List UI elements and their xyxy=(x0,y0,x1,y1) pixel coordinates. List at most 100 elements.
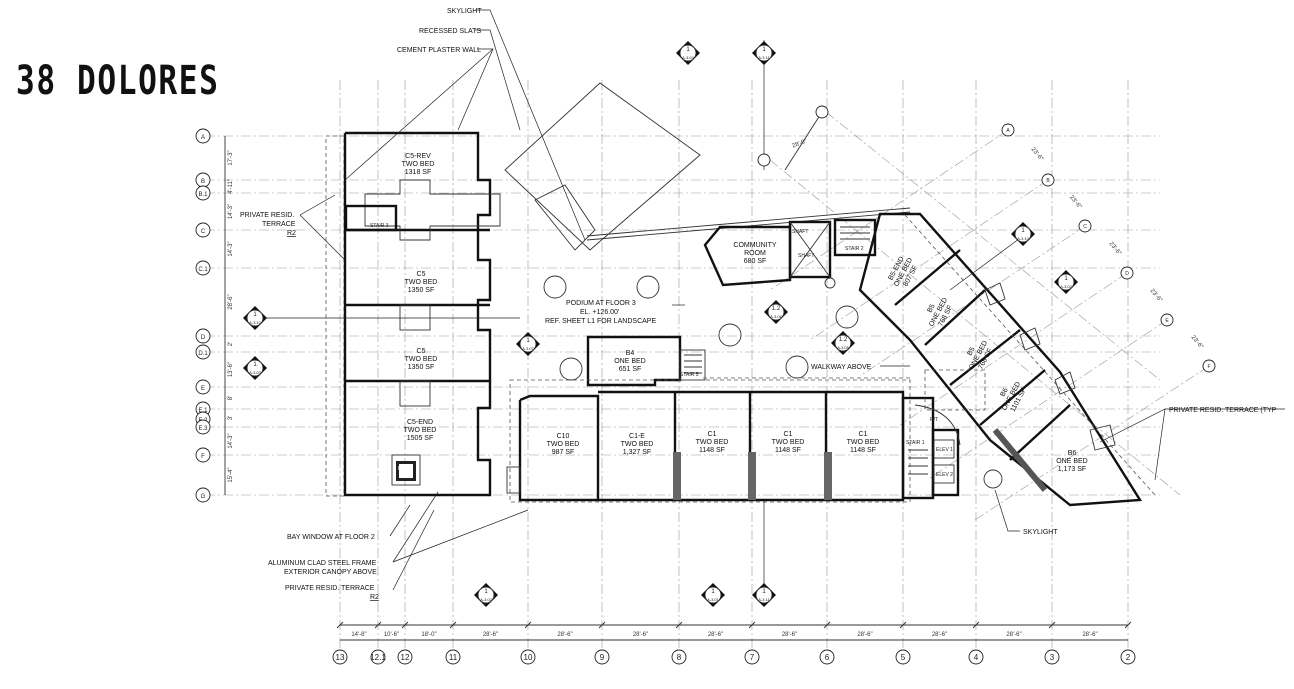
label-r2-left: R2 xyxy=(287,230,296,237)
label-elev-2: ELEV 2 xyxy=(936,472,953,478)
angled-dim-0: 23'-6" xyxy=(1030,147,1044,163)
svg-text:11: 11 xyxy=(449,653,458,662)
col-grid-bubble-13: 13 xyxy=(332,649,348,665)
podium-planters xyxy=(543,275,1003,489)
row-grid-bubble-B: B xyxy=(195,172,211,188)
angled-dim-4: 23'-6" xyxy=(1190,335,1204,351)
svg-text:1148 SF: 1148 SF xyxy=(775,447,801,454)
svg-text:5: 5 xyxy=(901,653,906,662)
section-marker-a301: 1 A-3.01 xyxy=(701,583,725,607)
section-marker-a311-top: 1 A-3.11 xyxy=(752,40,776,170)
section-marker-a310: 1 A-3.10 xyxy=(243,306,520,330)
angled-grid-bubble-A: A xyxy=(1001,123,1015,137)
label-podium: PODIUM AT FLOOR 3 xyxy=(566,300,636,307)
row-dim-10: 15'-4" xyxy=(228,467,234,482)
svg-text:TWO BED: TWO BED xyxy=(696,439,729,446)
svg-text:G: G xyxy=(201,494,206,500)
svg-text:1,327 SF: 1,327 SF xyxy=(623,449,651,456)
svg-text:B5: B5 xyxy=(967,346,977,357)
grid-lines xyxy=(205,80,1210,648)
svg-text:C1: C1 xyxy=(708,431,717,438)
angled-dimensions: 23'-6" 23'-6" 23'-6" 23'-6" 23'-6" xyxy=(1030,147,1204,351)
label-terrace-left: TERRACE xyxy=(262,221,296,228)
svg-text:A-3.04: A-3.04 xyxy=(682,55,695,60)
col-dim-7: 28'-6" xyxy=(782,632,797,638)
col-grid-bubble-11: 11 xyxy=(445,649,461,665)
svg-text:A-3.07: A-3.07 xyxy=(522,346,535,351)
label-elev-1: ELEV 1 xyxy=(936,447,953,453)
label-canopy: EXTERIOR CANOPY ABOVE xyxy=(284,569,377,576)
col-grid-bubble-5: 5 xyxy=(895,649,911,665)
angled-grid-bubble-D: D xyxy=(1120,266,1134,280)
label-skylight-bottom: SKYLIGHT xyxy=(1023,529,1058,536)
col-dim-2: 18'-0" xyxy=(421,632,436,638)
svg-text:1: 1 xyxy=(484,589,488,595)
svg-text:1.2: 1.2 xyxy=(772,306,781,312)
row-dim-7: 8' xyxy=(228,396,234,400)
angled-dim-1: 23'-6" xyxy=(1068,195,1082,211)
svg-text:B: B xyxy=(201,179,205,185)
svg-text:A-3.01: A-3.01 xyxy=(707,597,720,602)
svg-text:TWO BED: TWO BED xyxy=(405,279,438,286)
room-c1-b: C1 TWO BED 1148 SF xyxy=(772,431,805,454)
room-c10: C10 TWO BED 987 SF xyxy=(547,433,580,456)
label-stair-2: STAIR 2 xyxy=(845,246,864,252)
col-dim-4: 28'-6" xyxy=(557,632,572,638)
svg-text:B: B xyxy=(1046,178,1050,184)
label-r2-bottom: R2 xyxy=(370,594,379,601)
row-dim-4: 28'-6" xyxy=(228,294,234,309)
svg-text:B5: B5 xyxy=(927,303,937,314)
row-dim-1: 4'-11" xyxy=(228,179,234,194)
room-c1-a: C1 TWO BED 1148 SF xyxy=(696,431,729,454)
column-dimensions: 14'-8"10'-6"18'-0"28'-6"28'-6"28'-6"28'-… xyxy=(336,621,1132,638)
svg-text:A-3.03: A-3.03 xyxy=(249,370,262,375)
section-marker-a311-bottom: 1 A-3.11 xyxy=(752,500,776,607)
section-marker-a307: 1 A-3.07 xyxy=(516,332,540,356)
svg-text:E.3: E.3 xyxy=(198,426,208,432)
svg-text:C.1: C.1 xyxy=(198,267,208,273)
svg-text:680 SF: 680 SF xyxy=(744,258,767,265)
svg-text:7: 7 xyxy=(750,653,755,662)
angled-dim-2: 23'-6" xyxy=(1108,241,1122,257)
svg-text:1: 1 xyxy=(1021,228,1025,234)
row-dim-9: 14'-3" xyxy=(228,433,234,448)
col-grid-bubble-10: 10 xyxy=(520,649,536,665)
svg-text:COMMUNITY: COMMUNITY xyxy=(733,242,776,249)
svg-text:A: A xyxy=(201,135,205,141)
svg-text:1: 1 xyxy=(1064,276,1068,282)
svg-text:A: A xyxy=(1006,128,1010,134)
svg-text:1: 1 xyxy=(253,362,257,368)
svg-text:1148 SF: 1148 SF xyxy=(850,447,876,454)
section-marker-a306: 1.2 A-3.06 xyxy=(764,300,788,324)
label-skylight-top: SKYLIGHT xyxy=(447,8,482,15)
col-dim-11: 28'-6" xyxy=(1082,632,1097,638)
col-grid-bubble-3: 3 xyxy=(1044,649,1060,665)
section-marker-a305: 1.2 A-3.05 xyxy=(831,331,855,355)
col-grid-bubble-7: 7 xyxy=(744,649,760,665)
row-grid-bubble-F: F xyxy=(195,447,211,463)
svg-text:1505 SF: 1505 SF xyxy=(407,435,433,442)
svg-text:1: 1 xyxy=(762,589,766,595)
label-stair-3: STAIR 3 xyxy=(370,223,389,229)
col-dim-9: 28'-6" xyxy=(932,632,947,638)
label-elev: ELEV xyxy=(398,466,411,472)
row-grid-bubbles: ABB.1CC.1DD.1EE.1E.2E.3FG xyxy=(195,128,211,503)
col-grid-bubble-8: 8 xyxy=(671,649,687,665)
svg-text:A-3.11: A-3.11 xyxy=(758,597,770,602)
svg-text:A-3.11: A-3.11 xyxy=(758,55,770,60)
site-outline xyxy=(325,82,911,497)
col-grid-bubble-12: 12 xyxy=(397,649,413,665)
svg-text:C5-END: C5-END xyxy=(407,419,433,426)
svg-text:3: 3 xyxy=(1050,653,1055,662)
svg-text:A-3.06: A-3.06 xyxy=(770,314,783,319)
col-grid-bubble-6: 6 xyxy=(819,649,835,665)
community-room-walls xyxy=(703,218,877,287)
svg-text:E: E xyxy=(1165,318,1169,324)
project-title: 38 DOLORES xyxy=(16,58,220,104)
angled-dim-3: 23'-6" xyxy=(1149,288,1163,304)
room-c1-e: C1-E TWO BED 1,327 SF xyxy=(621,433,654,456)
label-podium-ref: REF. SHEET L1 FOR LANDSCAPE xyxy=(545,318,656,325)
angled-grid-bubble-m xyxy=(815,105,829,119)
